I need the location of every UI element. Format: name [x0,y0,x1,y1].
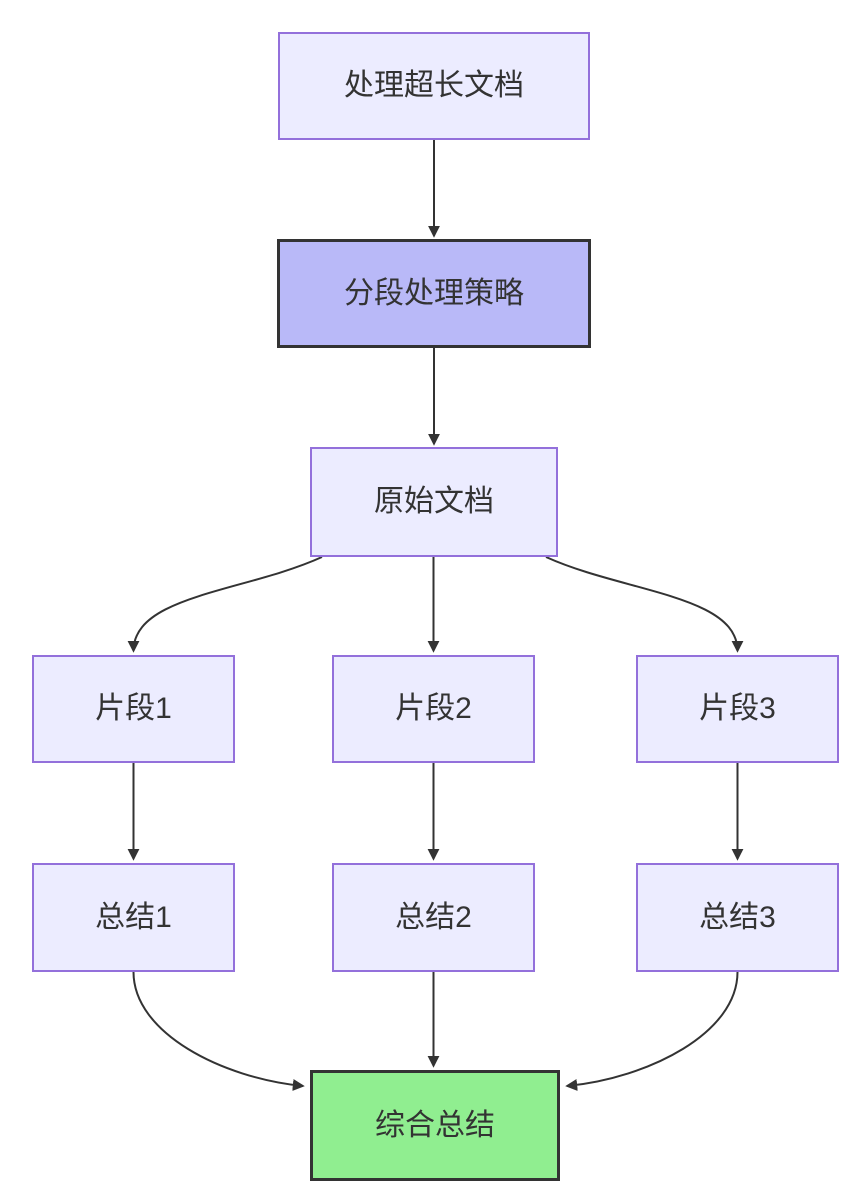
edge-source-to-frag3 [545,556,744,653]
node-summary-3: 总结3 [636,863,839,972]
edge-sum3-to-final [565,971,739,1091]
node-summary-1: 总结1 [32,863,235,972]
node-summary-2: 总结2 [332,863,535,972]
node-fragment-1: 片段1 [32,655,235,763]
edge-source-to-frag1 [127,556,323,653]
node-fragment-2: 片段2 [332,655,535,763]
node-fragment-3: 片段3 [636,655,839,763]
node-process-long-doc: 处理超长文档 [278,32,590,140]
node-final-summary: 综合总结 [310,1070,560,1181]
edge-sum1-to-final [132,971,305,1091]
node-original-doc: 原始文档 [310,447,558,557]
node-segmentation-strategy: 分段处理策略 [277,239,591,348]
